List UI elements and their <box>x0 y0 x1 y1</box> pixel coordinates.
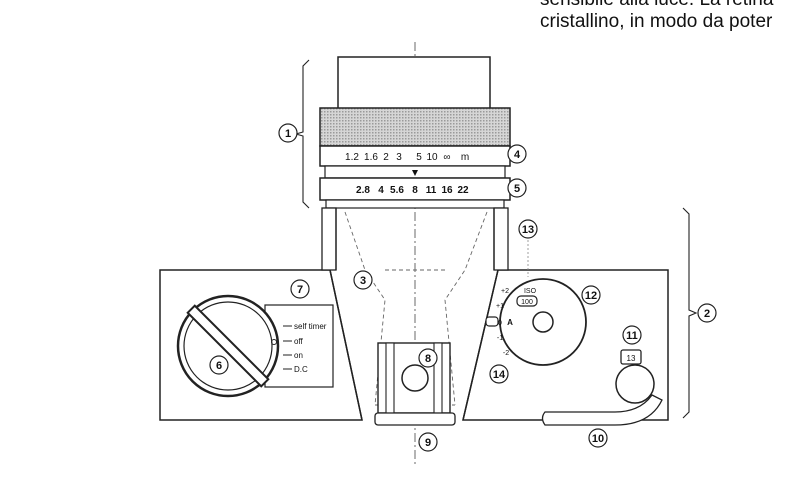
callout-13: 13 <box>522 224 534 236</box>
distance-scale-8: m <box>461 152 469 163</box>
mode-label-dc: D.C <box>294 365 308 374</box>
distance-scale-3: 2 <box>383 152 389 163</box>
frame-counter-window <box>620 349 642 365</box>
callout-1: 1 <box>285 128 291 140</box>
callout-8: 8 <box>425 353 431 365</box>
mode-a-label: A <box>507 318 513 327</box>
aperture-scale-3: 5.6 <box>390 185 404 196</box>
aperture-scale-4: 8 <box>412 185 418 196</box>
aperture-scale-7: 22 <box>457 185 469 196</box>
paragraph-line-2: cristallino, in modo da poter <box>540 11 773 32</box>
aperture-scale-1: 2.8 <box>356 185 370 196</box>
iso-window <box>516 295 538 307</box>
comp-minus1: -1 <box>497 335 503 342</box>
frame-counter-value: 13 <box>627 354 636 363</box>
comp-zero: 0 <box>498 320 502 327</box>
callout-2: 2 <box>704 308 710 320</box>
iso-label: ISO <box>524 288 537 295</box>
mode-selector: self timer off on D.C <box>176 294 334 398</box>
advance-lever <box>541 394 663 426</box>
iso-compensation-dial: 100 ISO +2 +1 0 -1 -2 A <box>485 240 587 366</box>
callout-9: 9 <box>425 437 431 449</box>
aperture-scale-6: 16 <box>441 185 453 196</box>
distance-scale-5: 5 <box>416 152 422 163</box>
comp-plus1: +1 <box>496 303 504 310</box>
hot-shoe-contact <box>401 364 429 392</box>
lens-bracket <box>293 59 310 209</box>
lens-barrel <box>337 56 491 110</box>
accessory-shoe <box>374 342 456 426</box>
film-advance: 13 <box>541 349 663 426</box>
body-bracket <box>682 207 698 419</box>
mode-label-on: on <box>294 351 303 360</box>
callout-4: 4 <box>514 149 521 161</box>
distance-scale-2: 1.6 <box>364 152 378 163</box>
callout-7: 7 <box>297 284 303 296</box>
iso-value: 100 <box>521 299 533 306</box>
mode-dial-lever <box>186 304 270 388</box>
paragraph-line-1: sensibile alla luce. La retina <box>540 0 773 11</box>
callout-10: 10 <box>592 433 604 445</box>
comp-minus2: -2 <box>503 350 509 357</box>
callout-3: 3 <box>360 275 366 287</box>
distance-scale-1: 1.2 <box>345 152 359 163</box>
index-mark <box>412 170 418 176</box>
advance-knob <box>615 364 655 404</box>
camera-body <box>159 269 669 421</box>
focus-grip-ring <box>319 107 511 147</box>
comp-plus2: +2 <box>501 288 509 295</box>
callout-5: 5 <box>514 183 520 195</box>
distance-scale-6: 10 <box>426 152 438 163</box>
callout-6: 6 <box>216 360 222 372</box>
lens-assembly <box>319 56 511 406</box>
aperture-scale-2: 4 <box>378 185 384 196</box>
mode-label-off: off <box>294 337 304 346</box>
paragraph-fragment: sensibile alla luce. La retina cristalli… <box>0 0 800 40</box>
distance-scale-4: 3 <box>396 152 402 163</box>
callout-14: 14 <box>493 369 506 381</box>
callout-11: 11 <box>626 330 638 342</box>
callout-12: 12 <box>585 290 597 302</box>
distance-scale-7: ∞ <box>443 152 450 163</box>
aperture-scale-5: 11 <box>426 185 437 196</box>
mode-label-self-timer: self timer <box>294 322 327 331</box>
